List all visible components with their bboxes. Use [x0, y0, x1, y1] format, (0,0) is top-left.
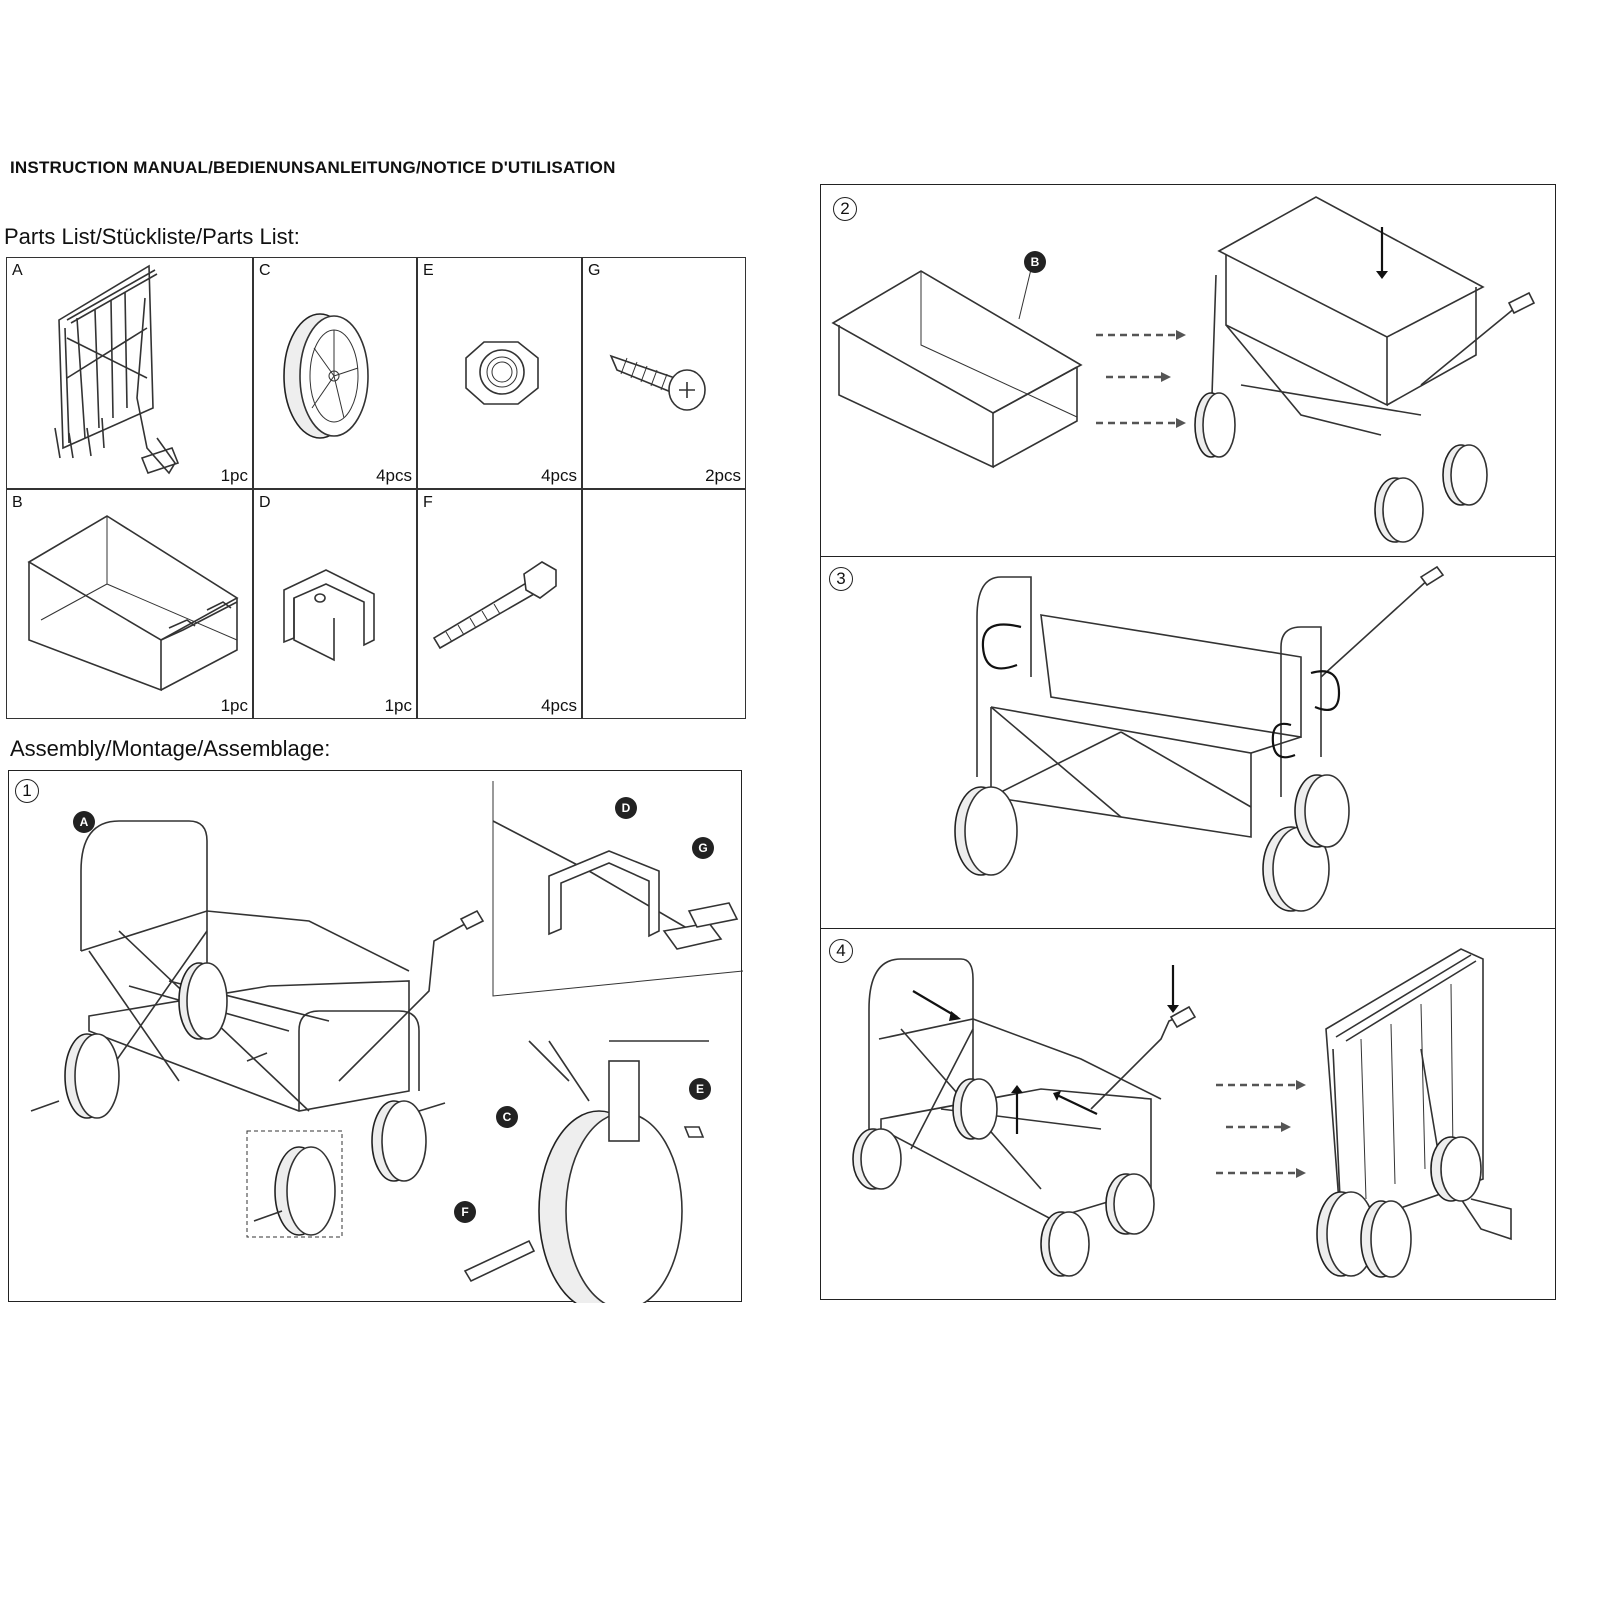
step-number: 4 [829, 939, 853, 963]
part-quantity: 4pcs [376, 466, 412, 485]
part-tag: G [692, 837, 714, 859]
part-tag: E [689, 1078, 711, 1100]
part-quantity: 1pc [384, 696, 412, 715]
assembly-step-1: 1 A D G E C F [8, 770, 743, 1303]
assembly-step-2: 2 B [820, 184, 1556, 557]
part-cell-d: D 1pc [253, 489, 417, 719]
assembly-step-3: 3 [820, 556, 1556, 929]
part-cell-empty [582, 489, 746, 719]
part-quantity: 1pc [220, 466, 248, 485]
step-number: 1 [15, 779, 39, 803]
wheel-icon [283, 313, 369, 439]
part-letter: C [259, 262, 271, 279]
step-3-illustration [954, 565, 1445, 912]
part-cell-b: B 1pc [6, 489, 253, 719]
part-letter: B [12, 494, 23, 511]
part-cell-f: F 4pcs [417, 489, 582, 719]
part-cell-c: C 4pcs [253, 257, 417, 489]
part-letter: E [423, 262, 434, 279]
part-quantity: 4pcs [541, 466, 577, 485]
part-quantity: 2pcs [705, 466, 741, 485]
part-quantity: 1pc [220, 696, 248, 715]
part-tag: A [73, 811, 95, 833]
part-tag: C [496, 1106, 518, 1128]
step-number: 2 [833, 197, 857, 221]
part-cell-a: A 1pc [6, 257, 253, 489]
fabric-tub-icon [27, 515, 239, 692]
screw-icon [609, 354, 706, 411]
bolt-icon [432, 561, 557, 650]
step-number: 3 [829, 567, 853, 591]
step-2-illustration [831, 196, 1536, 543]
part-tag: D [615, 797, 637, 819]
part-tag: B [1024, 251, 1046, 273]
part-cell-e: E 4pcs [417, 257, 582, 489]
manual-title: INSTRUCTION MANUAL/BEDIENUNSANLEITUNG/NO… [10, 158, 616, 177]
step-4-illustration [852, 948, 1512, 1278]
part-letter: D [259, 494, 271, 511]
hex-nut-icon [465, 341, 539, 405]
part-letter: F [423, 494, 433, 511]
part-cell-g: G 2pcs [582, 257, 746, 489]
assembly-step-4: 4 [820, 928, 1556, 1300]
part-letter: A [12, 262, 23, 279]
assembly-heading: Assembly/Montage/Assemblage: [10, 736, 331, 761]
clip-icon [283, 569, 375, 662]
part-quantity: 4pcs [541, 696, 577, 715]
step-1-illustration [30, 781, 743, 1303]
part-letter: G [588, 262, 601, 279]
part-tag: F [454, 1201, 476, 1223]
folded-wagon-frame-icon [54, 264, 180, 475]
parts-list-heading: Parts List/Stückliste/Parts List: [4, 224, 300, 249]
